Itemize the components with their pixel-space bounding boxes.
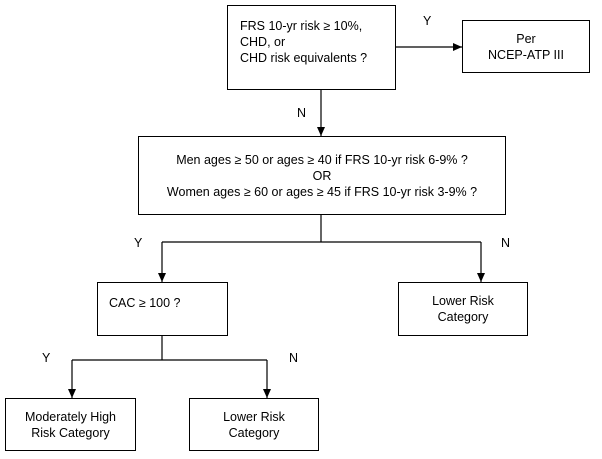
cac-question-box: CAC ≥ 100 ? [97,282,228,336]
moderately-high-box: Moderately High Risk Category [5,398,136,451]
frs-question-line-2: CHD, or [240,35,286,49]
moderately-high-line-2: Risk Category [31,425,110,440]
frs-question-box: FRS 10-yr risk ≥ 10%, CHD, or CHD risk e… [227,5,396,90]
moderately-high-line-1: Moderately High [24,409,116,424]
edge-label-age-no: N [501,236,511,250]
ncep-box: Per NCEP-ATP III [462,20,590,73]
lower-risk-right-line-2: Category [437,310,489,324]
edge-label-cac-yes: Y [42,351,51,365]
age-question-line-2: OR [312,168,332,183]
age-question-box: Men ages ≥ 50 or ages ≥ 40 if FRS 10-yr … [138,136,506,215]
frs-question-line-3: CHD risk equivalents ? [240,51,368,65]
edge-label-frs-yes: Y [423,14,432,28]
lower-risk-right-line-1: Lower Risk [432,294,494,308]
lower-risk-bottom-line-1: Lower Risk [223,409,285,424]
lower-risk-bottom-line-2: Category [228,425,280,440]
age-question-line-3: Women ages ≥ 60 or ages ≥ 45 if FRS 10-y… [166,184,478,199]
ncep-line-1: Per [516,31,536,46]
cac-question-line-1: CAC ≥ 100 ? [109,296,181,310]
ncep-line-2: NCEP-ATP III [488,47,564,62]
edge-label-cac-no: N [289,351,299,365]
lower-risk-bottom-box: Lower Risk Category [189,398,319,451]
frs-question-line-1: FRS 10-yr risk ≥ 10%, [240,19,363,33]
edge-label-age-yes: Y [134,236,143,250]
age-question-line-1: Men ages ≥ 50 or ages ≥ 40 if FRS 10-yr … [176,152,468,167]
lower-risk-right-box: Lower Risk Category [398,282,528,336]
edge-label-frs-no: N [297,106,307,120]
